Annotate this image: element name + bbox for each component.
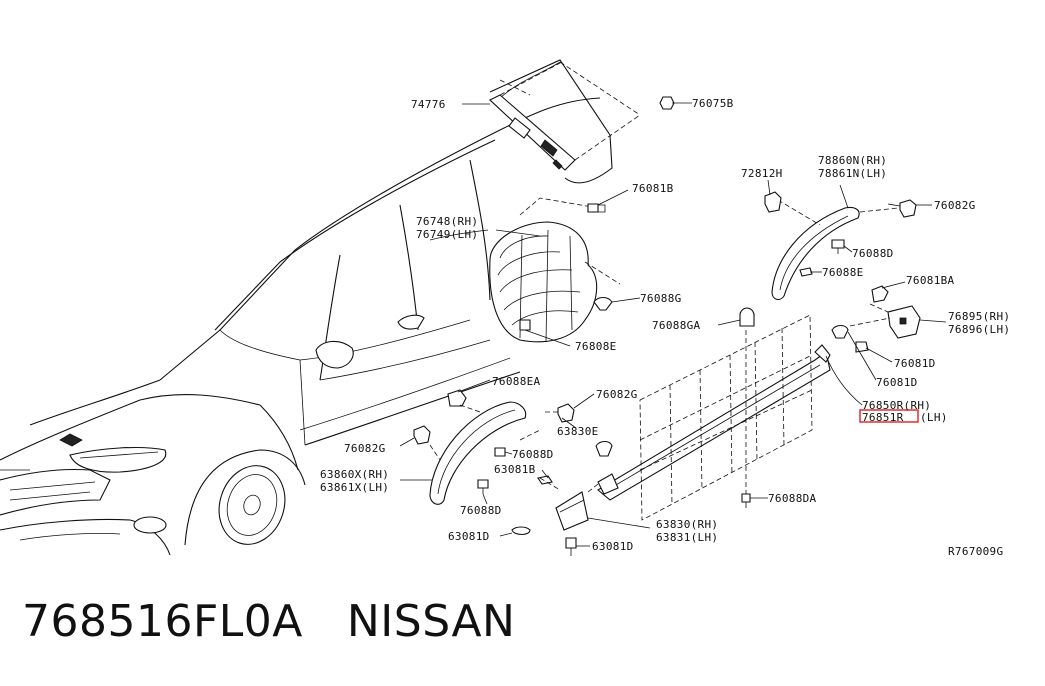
- label-76088ga: 76088GA: [652, 319, 701, 332]
- rear-bracket-assembly: [489, 61, 641, 171]
- label-76851r-side: (LH): [920, 411, 948, 424]
- rear-wheel-arch-molding: [764, 191, 917, 301]
- label-76088ea: 76088EA: [492, 375, 541, 388]
- vehicle-body-outline: [0, 59, 613, 556]
- label-74776: 74776: [411, 98, 446, 111]
- label-63081d-b: 63081D: [592, 540, 634, 553]
- label-63830: 63830(RH): [656, 518, 718, 531]
- label-76850r: 76850R(RH): [862, 399, 931, 412]
- side-sill-molding: [597, 307, 863, 521]
- label-76081ba: 76081BA: [906, 274, 955, 287]
- label-76081d-b: 76081D: [876, 376, 918, 389]
- label-63860x: 63860X(RH): [320, 468, 389, 481]
- label-63081b: 63081B: [494, 463, 536, 476]
- label-76088da: 76088DA: [768, 492, 817, 505]
- callout-labels: 74776 76075B 76081B 76748(RH) 76749(LH) …: [320, 97, 1010, 558]
- label-76748: 76748(RH): [416, 215, 478, 228]
- label-76081d-a: 76081D: [894, 357, 936, 370]
- highlight-box: [859, 409, 919, 423]
- brand-name: NISSAN: [346, 596, 516, 647]
- label-76081b: 76081B: [632, 182, 674, 195]
- label-63081d-a: 63081D: [448, 530, 490, 543]
- front-wheel-arch-molding: [413, 389, 575, 505]
- label-76808e: 76808E: [575, 340, 617, 353]
- label-76082g-c: 76082G: [344, 442, 386, 455]
- label-76088d-c: 76088D: [460, 504, 502, 517]
- label-63830e: 63830E: [557, 425, 599, 438]
- part-number: 768516FL0A: [22, 596, 303, 647]
- clip-76088g: [593, 296, 613, 311]
- label-63831: 63831(LH): [656, 531, 718, 544]
- label-76749: 76749(LH): [416, 228, 478, 241]
- clip-76081b: [587, 203, 599, 213]
- part-caption: 768516FL0A NISSAN: [22, 596, 515, 666]
- label-76851r: 76851R: [862, 411, 904, 424]
- diagram-reference: R767009G: [948, 545, 1003, 558]
- label-76082g-a: 76082G: [934, 199, 976, 212]
- label-72812h: 72812H: [741, 167, 783, 180]
- clip-76075b: [659, 96, 675, 110]
- label-76088d-b: 76088D: [512, 448, 554, 461]
- leader-lines: [399, 102, 947, 547]
- label-76088e: 76088E: [822, 266, 864, 279]
- front-mudguard-parts: [511, 429, 613, 556]
- rear-bracket-76895: [831, 285, 921, 353]
- label-63861x: 63861X(LH): [320, 481, 389, 494]
- label-76895: 76895(RH): [948, 310, 1010, 323]
- label-78860n: 78860N(RH): [818, 154, 887, 167]
- label-76088d-a: 76088D: [852, 247, 894, 260]
- label-76082g-b: 76082G: [596, 388, 638, 401]
- parts-diagram: 74776 76075B 76081B 76748(RH) 76749(LH) …: [0, 59, 1010, 558]
- rear-fender-protector: [489, 197, 621, 343]
- label-76088g: 76088G: [640, 292, 682, 305]
- label-76075b: 76075B: [692, 97, 734, 110]
- label-78861n: 78861N(LH): [818, 167, 887, 180]
- label-76896: 76896(LH): [948, 323, 1010, 336]
